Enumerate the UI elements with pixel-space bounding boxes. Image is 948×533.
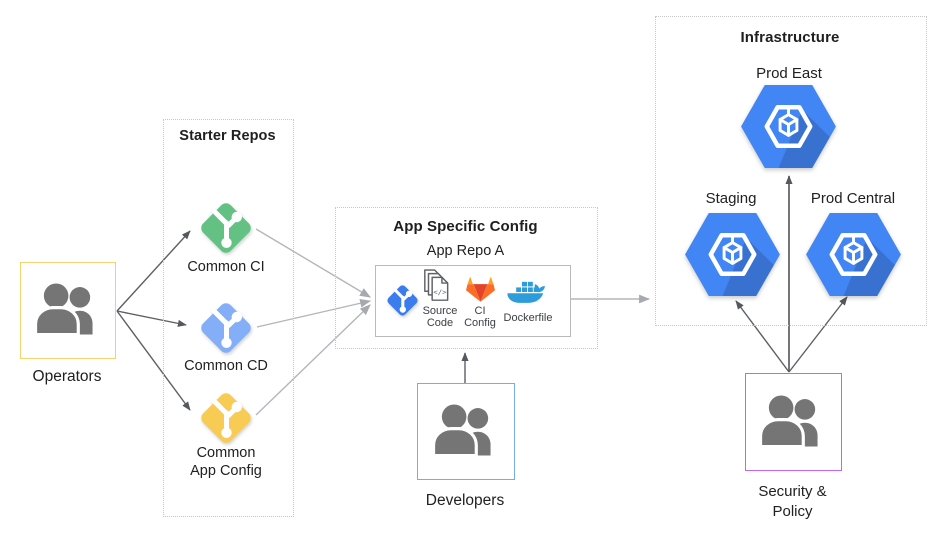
gitlab-ci-icon	[465, 275, 496, 304]
source-code-icon	[424, 269, 455, 302]
ci-config-label: CI Config	[464, 305, 496, 330]
starter-repos-title: Starter Repos	[179, 128, 276, 144]
app-repo-a-box	[375, 265, 571, 337]
security-policy-node	[745, 373, 842, 471]
source-code-label: Source Code	[422, 305, 458, 330]
starter-repos-group	[163, 119, 294, 517]
app-repo-a-label: App Repo A	[426, 243, 505, 259]
common-app-config-label: Common App Config	[190, 445, 262, 480]
git-icon-common-ci	[194, 196, 258, 260]
operators-node	[20, 262, 116, 359]
infrastructure-title: Infrastructure	[740, 29, 840, 46]
infrastructure-group	[655, 16, 927, 326]
dockerfile-label: Dockerfile	[503, 312, 553, 324]
gke-cluster-icon-prod-east	[741, 85, 836, 168]
prod-east-label: Prod East	[756, 65, 822, 82]
git-icon-common-app-config	[194, 386, 258, 450]
gke-cluster-icon-staging	[685, 213, 780, 296]
common-ci-label: Common CI	[187, 259, 265, 275]
people-icon	[428, 393, 504, 469]
security-policy-label: Security & Policy	[758, 483, 827, 520]
app-specific-config-title: App Specific Config	[393, 218, 538, 235]
developers-label: Developers	[425, 492, 505, 509]
operators-label: Operators	[32, 368, 102, 385]
prod-central-label: Prod Central	[810, 190, 896, 207]
people-icon	[755, 384, 831, 460]
common-cd-label: Common CD	[184, 358, 268, 374]
developers-node	[417, 383, 515, 480]
docker-icon	[506, 277, 548, 307]
app-specific-config-group	[335, 207, 598, 349]
git-icon-common-cd	[194, 296, 258, 360]
staging-label: Staging	[705, 190, 757, 207]
gke-cluster-icon-prod-central	[806, 213, 901, 296]
people-icon	[30, 272, 106, 348]
